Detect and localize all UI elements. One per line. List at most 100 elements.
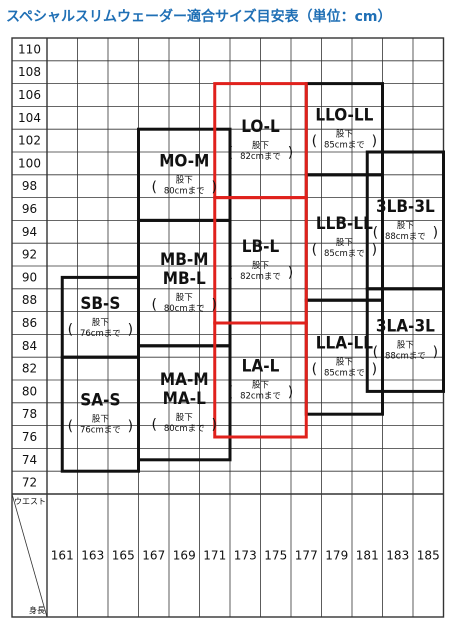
paren-left: ( [373, 345, 378, 361]
size-code-la-l: LA-L [242, 357, 280, 377]
paren-right: ) [433, 225, 438, 241]
size-labels: SB-S股下76cmまで()SA-S股下76cmまで()MO-M股下80cmまで… [68, 106, 438, 436]
inseam-value: 85cmまで [324, 141, 365, 151]
inseam-label: 股下 [176, 413, 194, 423]
inseam-value: 80cmまで [164, 424, 205, 434]
inseam-label: 股下 [252, 381, 270, 391]
waist-tick-labels: 7274767880828486889092949698100102104106… [18, 42, 41, 489]
size-code-lo-l: LO-L [241, 117, 280, 137]
height-tick-label: 169 [173, 549, 196, 563]
paren-left: ( [68, 419, 73, 435]
height-tick-label: 171 [203, 549, 226, 563]
waist-tick-label: 108 [18, 65, 41, 79]
inseam-label: 股下 [336, 238, 354, 248]
height-tick-label: 165 [112, 549, 135, 563]
height-tick-label: 181 [356, 549, 379, 563]
waist-tick-label: 94 [22, 225, 37, 239]
paren-right: ) [372, 242, 377, 258]
size-code-3la-3l: 3LA-3L [376, 317, 435, 337]
inseam-label: 股下 [252, 141, 270, 151]
inseam-label: 股下 [176, 175, 194, 185]
size-code-sa-s: SA-S [80, 391, 120, 411]
paren-left: ( [228, 385, 233, 401]
paren-right: ) [372, 362, 377, 378]
corner-diagonal [11, 493, 48, 618]
paren-right: ) [288, 265, 293, 281]
paren-left: ( [312, 362, 317, 378]
paren-right: ) [212, 417, 217, 433]
height-tick-label: 167 [142, 549, 165, 563]
inseam-value: 82cmまで [240, 392, 281, 402]
inseam-value: 85cmまで [324, 369, 365, 379]
size-code-llb-ll: LLB-LL [316, 214, 373, 234]
paren-right: ) [212, 297, 217, 313]
size-code-lb-l: LB-L [242, 237, 280, 257]
paren-left: ( [152, 179, 157, 195]
waist-tick-label: 76 [22, 430, 37, 444]
waist-tick-label: 100 [18, 156, 41, 170]
height-tick-label: 183 [386, 549, 409, 563]
size-boxes [60, 82, 445, 473]
paren-right: ) [128, 322, 133, 338]
inseam-label: 股下 [252, 261, 270, 271]
inseam-value: 76cmまで [80, 329, 121, 339]
waist-tick-label: 92 [22, 248, 37, 262]
inseam-value: 82cmまで [240, 152, 281, 162]
paren-right: ) [212, 179, 217, 195]
inseam-value: 80cmまで [164, 304, 205, 314]
paren-left: ( [312, 134, 317, 150]
paren-right: ) [433, 345, 438, 361]
paren-left: ( [68, 322, 73, 338]
height-tick-label: 173 [234, 549, 257, 563]
height-tick-label: 179 [325, 549, 348, 563]
inseam-value: 76cmまで [80, 426, 121, 436]
paren-right: ) [288, 385, 293, 401]
inseam-value: 88cmまで [385, 232, 426, 242]
height-tick-label: 161 [51, 549, 74, 563]
inseam-label: 股下 [92, 415, 110, 425]
height-tick-label: 177 [295, 549, 318, 563]
size-box-la-l [213, 321, 308, 439]
waist-tick-label: 78 [22, 407, 37, 421]
waist-tick-label: 106 [18, 88, 41, 102]
inseam-label: 股下 [397, 341, 415, 351]
paren-left: ( [152, 417, 157, 433]
waist-tick-label: 74 [22, 453, 37, 467]
inseam-label: 股下 [336, 358, 354, 368]
size-code-3lb-3l: 3LB-3L [376, 197, 435, 217]
axis-corner: ウエスト 身長 [11, 493, 48, 618]
size-box-3la-3l [365, 287, 445, 393]
inseam-label: 股下 [92, 318, 110, 328]
size-code-lla-ll: LLA-LL [316, 334, 373, 354]
height-tick-label: 185 [417, 549, 440, 563]
size-box-ma-m-ma-l [137, 344, 232, 462]
waist-tick-label: 90 [22, 270, 37, 284]
paren-right: ) [288, 145, 293, 161]
height-tick-label: 175 [264, 549, 287, 563]
paren-left: ( [228, 265, 233, 281]
waist-tick-label: 88 [22, 293, 37, 307]
paren-left: ( [373, 225, 378, 241]
paren-left: ( [228, 145, 233, 161]
inseam-label: 股下 [176, 293, 194, 303]
waist-axis-label: ウエスト [14, 497, 46, 506]
inseam-label: 股下 [336, 130, 354, 140]
inseam-value: 82cmまで [240, 272, 281, 282]
size-code-mo-m: MO-M [159, 151, 209, 171]
inseam-label: 股下 [397, 221, 415, 231]
paren-left: ( [152, 297, 157, 313]
size-code-ma-m-ma-l: MA-M [160, 370, 209, 390]
waist-tick-label: 102 [18, 134, 41, 148]
size-code-mb-m-mb-l: MB-M [160, 250, 208, 270]
inseam-value: 85cmまで [324, 249, 365, 259]
waist-tick-label: 98 [22, 179, 37, 193]
size-code-llo-ll: LLO-LL [315, 106, 373, 126]
waist-tick-label: 86 [22, 316, 37, 330]
paren-right: ) [372, 134, 377, 150]
waist-tick-label: 104 [18, 111, 41, 125]
waist-tick-label: 80 [22, 384, 37, 398]
waist-tick-label: 72 [22, 476, 37, 490]
waist-tick-label: 96 [22, 202, 37, 216]
